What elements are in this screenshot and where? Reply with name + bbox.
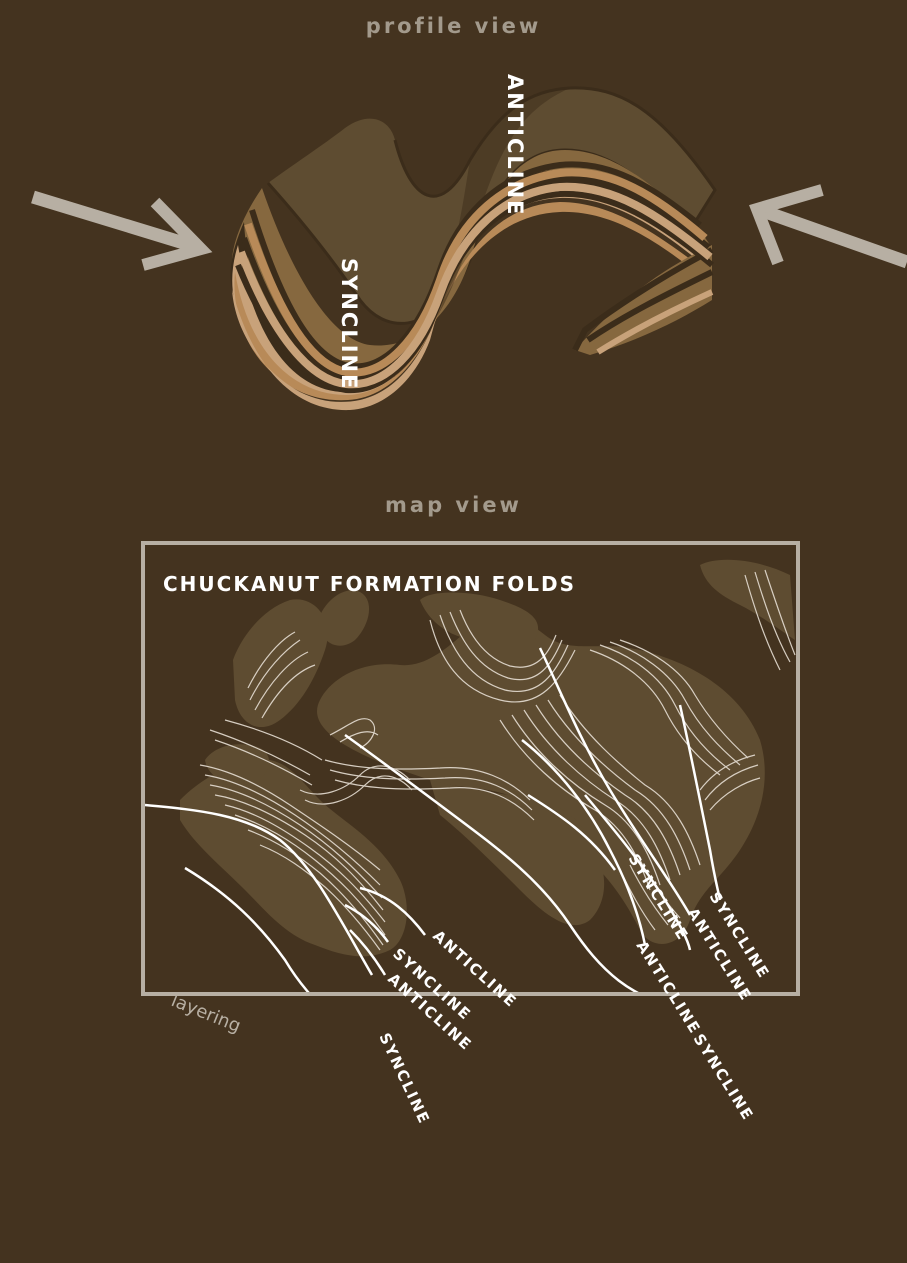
outcrop-map bbox=[145, 560, 795, 1015]
layering-pointer bbox=[240, 1008, 265, 1015]
compression-arrow-right bbox=[757, 190, 907, 263]
compression-arrow-left bbox=[33, 197, 201, 265]
label-right-anticline-2: ANTICLINE bbox=[633, 938, 705, 1038]
fold-block bbox=[231, 88, 716, 410]
layering-label: layering bbox=[168, 990, 244, 1037]
label-left-syncline-bottom: SYNCLINE bbox=[375, 1030, 433, 1127]
label-right-syncline-bottom: SYNCLINE bbox=[690, 1031, 758, 1125]
profile-anticline-label: ANTICLINE bbox=[503, 74, 527, 217]
map-box-title: CHUCKANUT FORMATION FOLDS bbox=[163, 572, 576, 596]
profile-syncline-label: SYNCLINE bbox=[337, 258, 361, 390]
